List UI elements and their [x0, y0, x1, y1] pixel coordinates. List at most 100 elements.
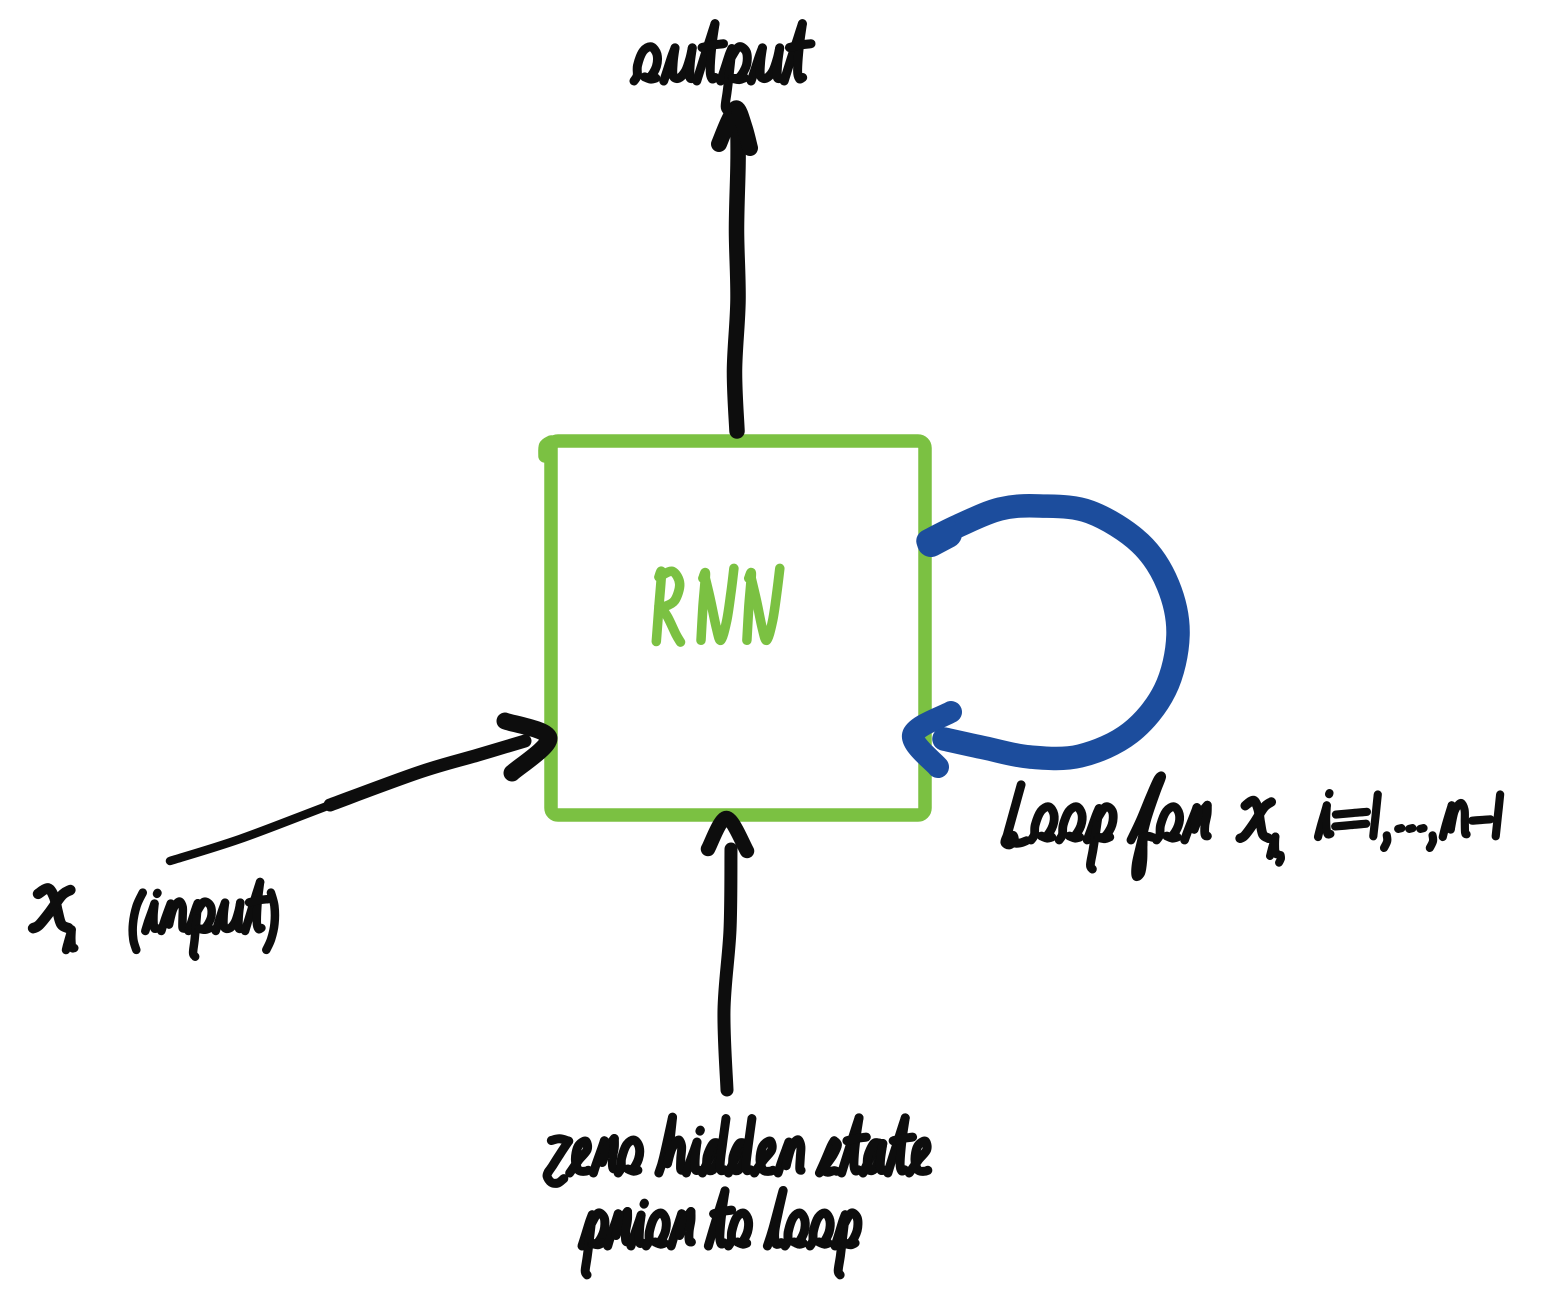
pen-stroke: [902, 701, 962, 778]
pen-stroke: [195, 924, 214, 935]
pen-stroke: [726, 123, 746, 439]
pen-stroke: [1038, 832, 1057, 843]
rnn-label: RNN: [651, 563, 785, 647]
pen-stroke: [781, 1135, 806, 1175]
pen-stroke: [1379, 831, 1392, 852]
pen-stroke: [641, 73, 661, 84]
pen-stroke: [746, 563, 785, 646]
pen-stroke: [685, 43, 697, 84]
pen-stroke: [323, 734, 532, 812]
pen-stroke: [1491, 790, 1505, 841]
hidden-state-arrow: [700, 810, 755, 1097]
pen-stroke: [833, 1210, 850, 1280]
pen-stroke: [1004, 833, 1031, 848]
pen-stroke: [1138, 831, 1157, 850]
pen-stroke: [700, 810, 755, 859]
pen-stroke: [711, 100, 758, 156]
pen-stroke: [904, 1136, 933, 1178]
pen-stroke: [1163, 832, 1182, 843]
pen-stroke: [849, 1113, 864, 1176]
pen-stroke: [1394, 824, 1406, 833]
pen-stroke: [164, 897, 189, 933]
pen-stroke: [634, 1210, 647, 1248]
pen-stroke: [705, 19, 720, 84]
pen-stroke: [734, 1238, 752, 1249]
pen-stroke: [1425, 831, 1438, 852]
pen-stroke: [1200, 800, 1212, 841]
pen-stroke: [149, 899, 162, 934]
pen-stroke: [917, 520, 962, 557]
pen-stroke: [1446, 798, 1471, 839]
pen-stroke: [1271, 832, 1282, 859]
output-label: output: [629, 19, 816, 116]
pen-stroke: [1126, 771, 1167, 882]
pen-stroke: [543, 1136, 574, 1177]
pen-stroke: [842, 1132, 871, 1146]
pen-stroke: [790, 1238, 808, 1249]
pen-stroke: [695, 1125, 705, 1136]
pen-stroke: [27, 884, 76, 934]
pen-stroke: [1331, 819, 1371, 831]
pen-stroke: [244, 894, 273, 907]
pen-stroke: [772, 43, 785, 84]
pen-stroke: [700, 563, 739, 646]
pen-stroke: [1275, 850, 1286, 867]
input-label: (input): [27, 877, 280, 961]
pen-stroke: [1002, 780, 1026, 841]
pen-stroke: [793, 19, 808, 84]
pen-stroke: [1416, 824, 1428, 833]
pen-stroke: [697, 39, 728, 53]
pen-stroke: [841, 1238, 860, 1250]
pen-stroke: [128, 888, 148, 955]
pen-stroke: [252, 877, 266, 934]
pen-stroke: [715, 1114, 731, 1176]
hidden-state-label: Zero hidden state: [542, 1112, 933, 1280]
pen-stroke: [728, 73, 749, 85]
input-arrow: [165, 712, 558, 866]
recurrent-loop-arrow: [902, 494, 1190, 778]
pen-stroke: [538, 435, 558, 463]
pen-stroke: [720, 44, 737, 116]
pen-stroke: [262, 888, 280, 955]
output-arrow: [711, 100, 758, 439]
pen-stroke: [234, 898, 245, 934]
pen-stroke: [875, 1138, 889, 1176]
pen-stroke: [188, 899, 203, 961]
pen-stroke: [565, 1136, 593, 1178]
pen-stroke: [717, 842, 738, 1097]
pen-stroke: [624, 1165, 643, 1176]
pen-stroke: [916, 494, 1190, 771]
pen-stroke: [1369, 790, 1382, 841]
pen-stroke: [1468, 815, 1495, 825]
pen-stroke: [620, 1206, 633, 1247]
pen-stroke: [762, 1186, 788, 1251]
pen-stroke: [607, 1133, 620, 1174]
pen-stroke: [1235, 797, 1277, 844]
loop-label: i=1,...,n-1: [1000, 771, 1505, 882]
pen-stroke: [715, 1186, 730, 1249]
pen-stroke: [1094, 832, 1115, 844]
pen-stroke: [895, 1113, 910, 1176]
pen-stroke: [741, 1114, 757, 1176]
pen-stroke: [1086, 804, 1104, 874]
pen-stroke: [651, 1238, 669, 1249]
pen-stroke: [815, 1238, 833, 1249]
pen-stroke: [690, 1137, 703, 1175]
pen-stroke: [496, 712, 558, 782]
pen-stroke: [588, 1238, 607, 1250]
pen-stroke: [749, 1136, 778, 1178]
rnn-box: RNN: [538, 434, 932, 822]
pen-stroke: [684, 1206, 696, 1247]
pen-stroke: [1405, 824, 1417, 833]
pen-stroke: [784, 39, 816, 53]
pen-stroke: [1331, 807, 1371, 819]
rnn-box-outline: [544, 434, 932, 822]
pen-stroke: [1321, 801, 1335, 839]
pen-stroke: [1066, 832, 1085, 843]
pen-stroke: [888, 1132, 918, 1146]
pen-stroke: [67, 925, 79, 953]
pen-stroke: [662, 1135, 687, 1175]
pen-stroke: [656, 602, 686, 647]
pen-stroke: [819, 1136, 842, 1177]
